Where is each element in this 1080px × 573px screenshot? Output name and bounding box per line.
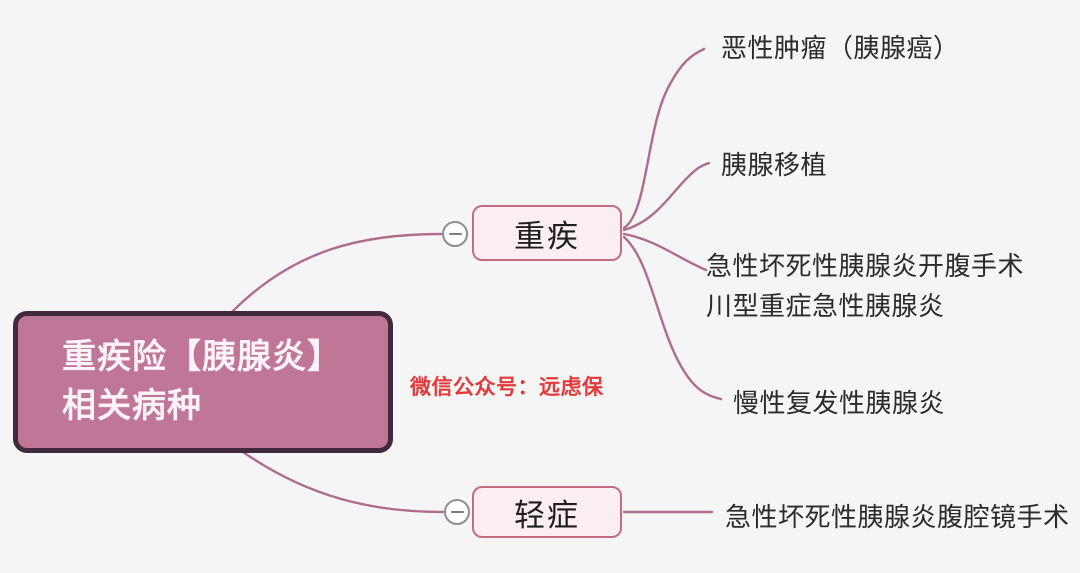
edge-critical-to-malignant-tumor [622, 47, 706, 230]
leaf-chronic-recurrent-pancreatitis: 慢性复发性胰腺炎 [733, 388, 946, 418]
branch-node-critical-label: 重疾 [514, 218, 580, 254]
watermark-text: 微信公众号：远虑保 [410, 376, 604, 399]
edge-root-to-critical [229, 232, 443, 315]
branch-node-critical[interactable]: 重疾 [472, 205, 622, 261]
minus-glyph [448, 232, 462, 236]
edge-critical-to-open-surgery [622, 232, 708, 272]
collapse-minus-icon-mild[interactable] [444, 499, 470, 525]
root-node[interactable]: 重疾险【胰腺炎】 相关病种 [13, 311, 393, 453]
leaf-pancreas-transplant: 胰腺移植 [721, 150, 828, 180]
leaf-acute-necrotizing-laparoscopic-surgery: 急性坏死性胰腺炎腹腔镜手术 [725, 502, 1070, 532]
branch-node-mild[interactable]: 轻症 [472, 486, 622, 538]
leaf-malignant-tumor: 恶性肿瘤（胰腺癌） [721, 33, 960, 63]
edge-root-to-mild [241, 450, 445, 514]
minus-glyph [450, 510, 464, 514]
root-node-label: 重疾险【胰腺炎】 相关病种 [62, 338, 342, 425]
leaf-acute-necrotizing-open-surgery: 急性坏死性胰腺炎开腹手术 川型重症急性胰腺炎 [706, 251, 1025, 321]
edge-critical-to-chronic-recurrent [622, 235, 723, 401]
collapse-minus-icon-critical[interactable] [442, 221, 468, 247]
branch-node-mild-label: 轻症 [514, 497, 580, 533]
edge-critical-to-pancreas-transplant [622, 161, 711, 232]
